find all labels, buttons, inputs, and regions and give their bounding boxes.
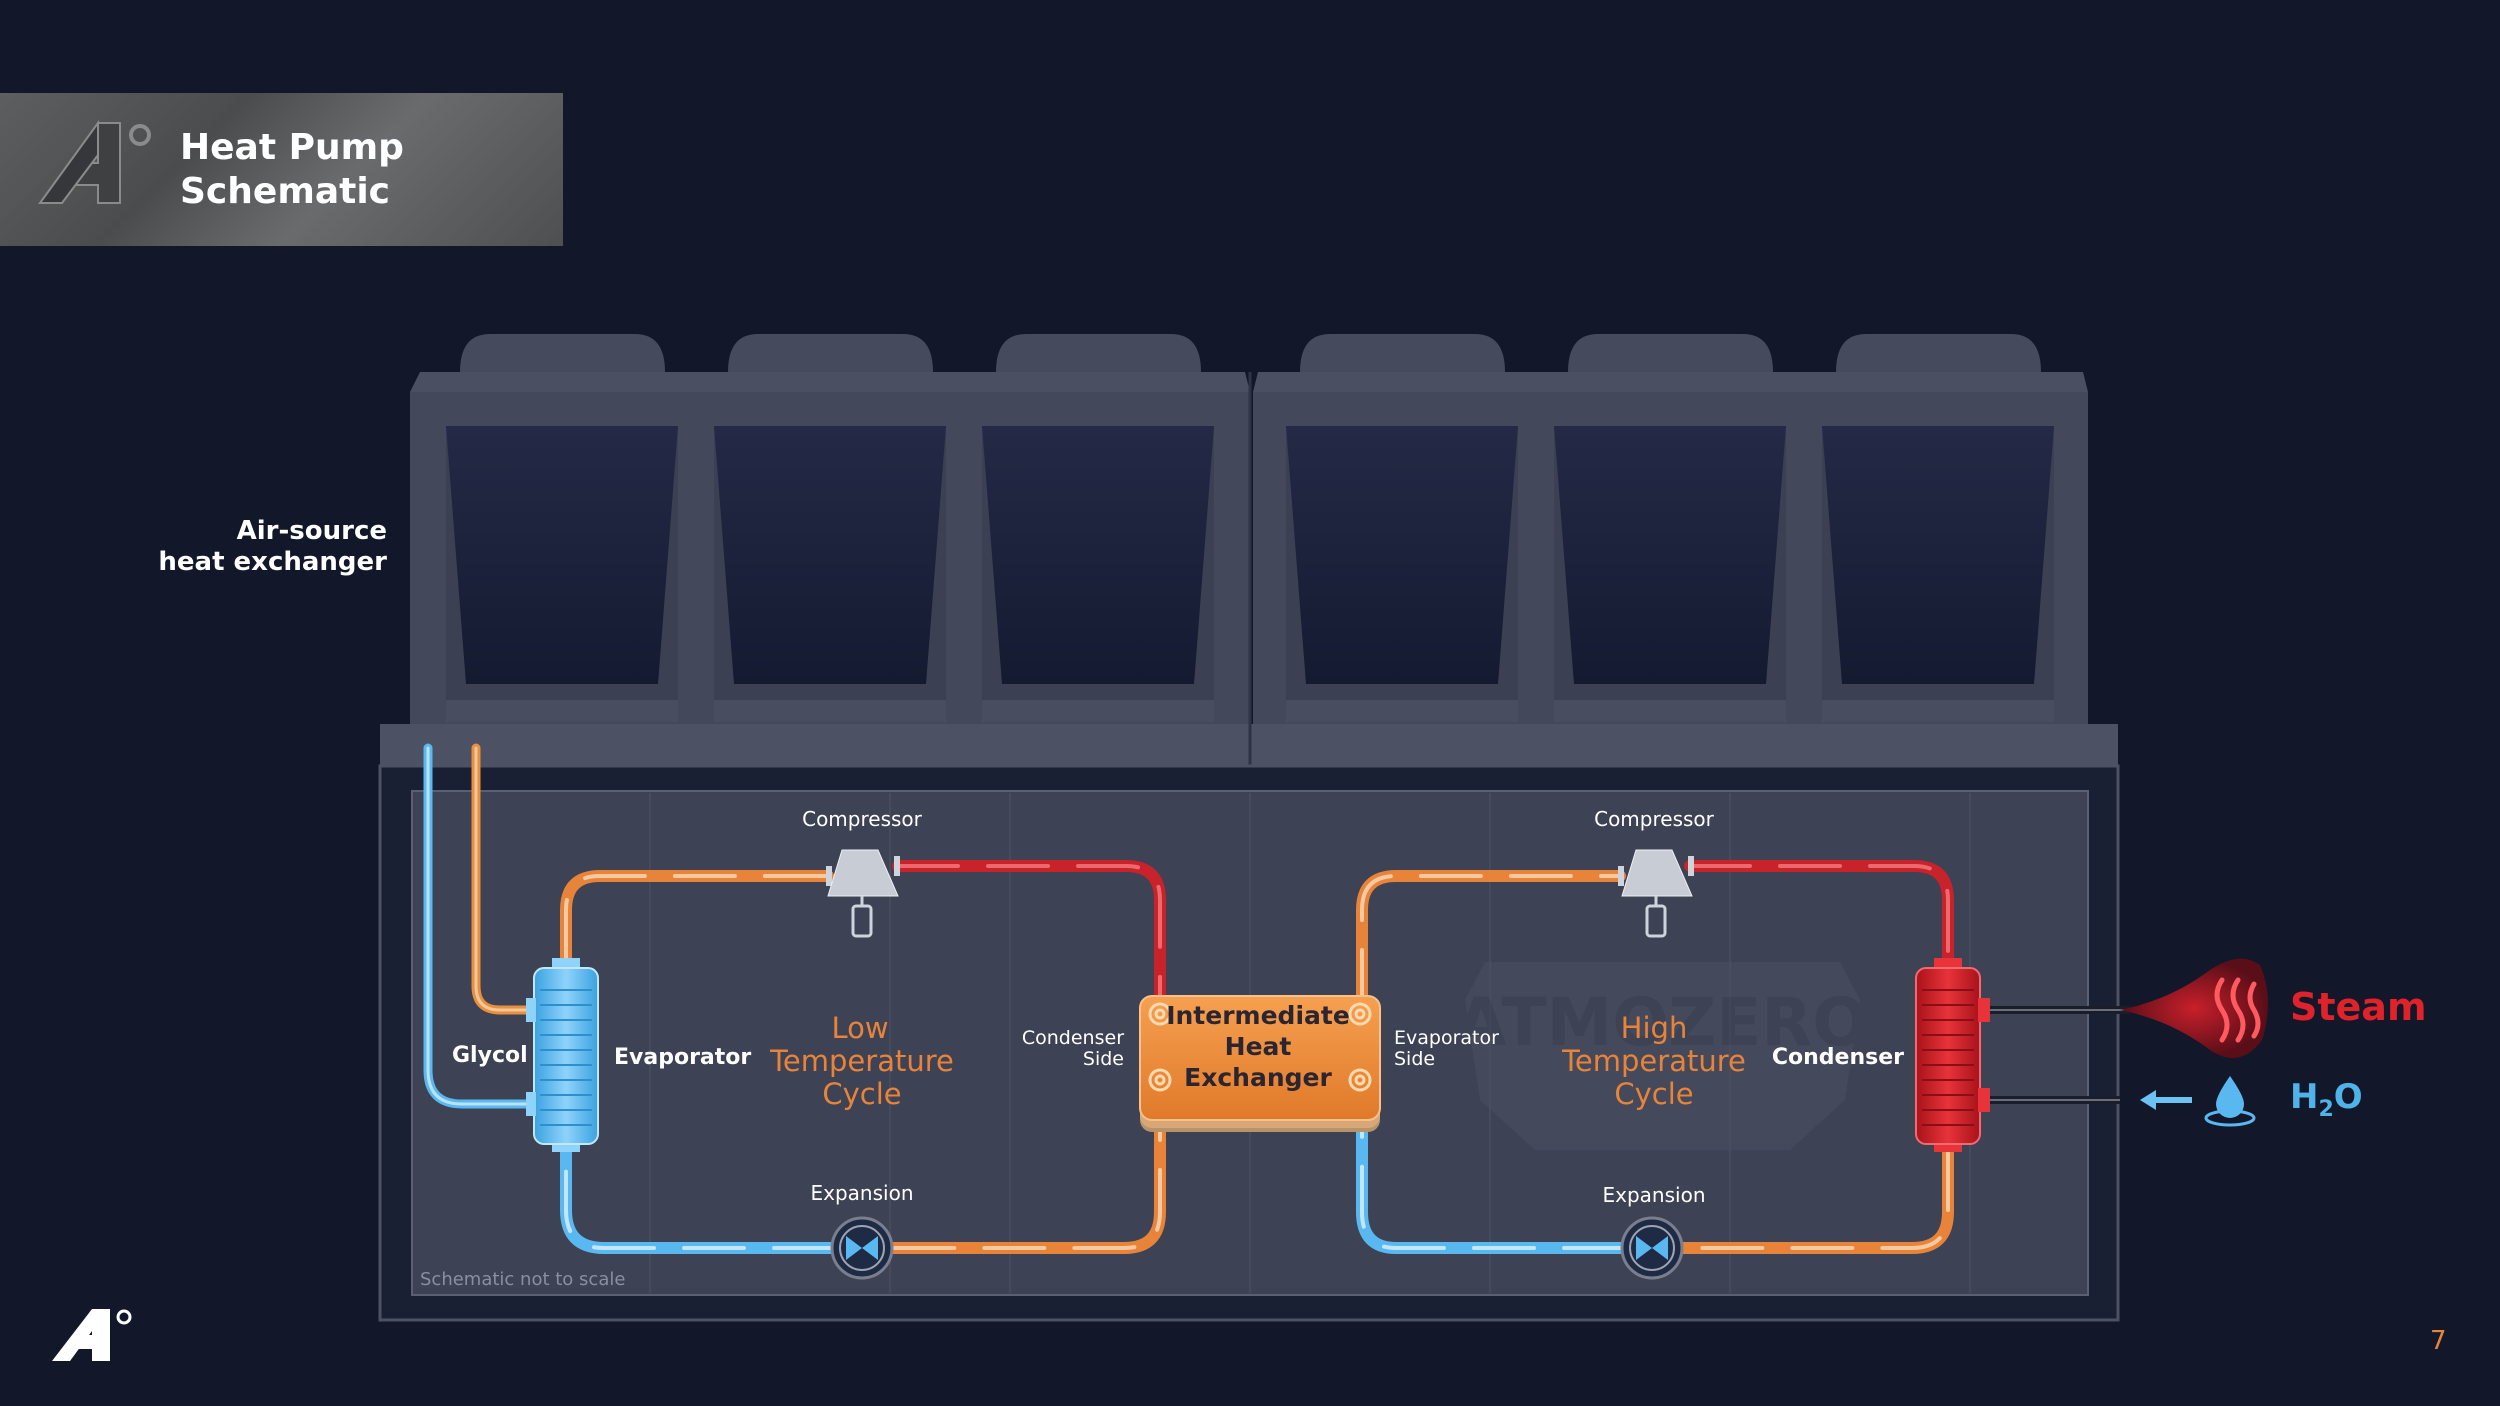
compressor-left-label: Compressor (802, 807, 923, 831)
steam-icon (2120, 958, 2269, 1058)
svg-text:H2O: H2O (2290, 1077, 2363, 1122)
expansion-right-label: Expansion (1603, 1183, 1706, 1207)
water-label-sub: 2 (2318, 1097, 2333, 1122)
watermark-text: ATMOZERO (1456, 984, 1869, 1061)
water-label-main: H (2290, 1077, 2318, 1117)
logo-4-degree-icon (38, 119, 151, 204)
ihx-label-line-2: Heat (1225, 1032, 1292, 1061)
expansion-valve-icon (830, 1216, 894, 1280)
expansion-valve-icon (1620, 1216, 1684, 1280)
fan-caps (460, 334, 2041, 372)
ihx-label-line-3: Exchanger (1184, 1063, 1332, 1092)
compressor-icon (826, 849, 900, 938)
compressor-icon (1618, 849, 1694, 938)
water-drop-icon (2204, 1076, 2256, 1127)
intermediate-heat-exchanger: Intermediate Heat Exchanger (1139, 995, 1381, 1132)
page-title: Heat Pump Schematic (180, 126, 404, 214)
water-label-tail: O (2334, 1077, 2363, 1117)
glycol-label: Glycol (452, 1043, 528, 1068)
title-card (0, 93, 563, 246)
not-to-scale-note: Schematic not to scale (420, 1269, 625, 1290)
air-source-label: Air-source heat exchanger (158, 516, 387, 578)
evaporator-label: Evaporator (614, 1045, 751, 1070)
water-label: H2O (2290, 1077, 2363, 1122)
low-cycle-pipes (560, 860, 1166, 1254)
high-cycle-line-2: Temperature (1561, 1044, 1746, 1078)
high-cycle-pipes (1356, 860, 1954, 1254)
evaporator (526, 958, 599, 1152)
atmozero-watermark: ATMOZERO (1456, 962, 1869, 1150)
steam-label: Steam (2290, 985, 2427, 1029)
condenser (1915, 958, 1990, 1152)
air-source-line-2: heat exchanger (158, 547, 387, 577)
arrow-left-icon (2140, 1090, 2192, 1110)
logo-4-degree-icon (52, 1309, 132, 1361)
low-cycle-line-1: Low (831, 1011, 888, 1045)
condenser-label: Condenser (1772, 1045, 1904, 1070)
steam-and-water-lines (1990, 958, 2269, 1127)
title-line-2: Schematic (180, 171, 391, 212)
glycol-pipes (423, 743, 537, 1109)
high-cycle-line-3: Cycle (1614, 1077, 1693, 1111)
fan-windows (446, 426, 2054, 722)
air-source-heat-exchanger-unit (378, 334, 2120, 1322)
condenser-side-line-2: Side (1083, 1048, 1124, 1070)
evaporator-side-line-2: Side (1394, 1048, 1435, 1070)
title-line-1: Heat Pump (180, 127, 404, 168)
condenser-side-line-1: Condenser (1022, 1027, 1124, 1049)
compressor-right-label: Compressor (1594, 807, 1715, 831)
low-cycle-line-3: Cycle (822, 1077, 901, 1111)
ihx-label-line-1: Intermediate (1166, 1001, 1350, 1030)
high-cycle-line-1: High (1621, 1011, 1688, 1045)
low-cycle-line-2: Temperature (769, 1044, 954, 1078)
evaporator-side-line-1: Evaporator (1394, 1027, 1499, 1049)
expansion-left-label: Expansion (811, 1181, 914, 1205)
air-source-line-1: Air-source (236, 516, 387, 546)
page-number: 7 (2430, 1326, 2447, 1356)
